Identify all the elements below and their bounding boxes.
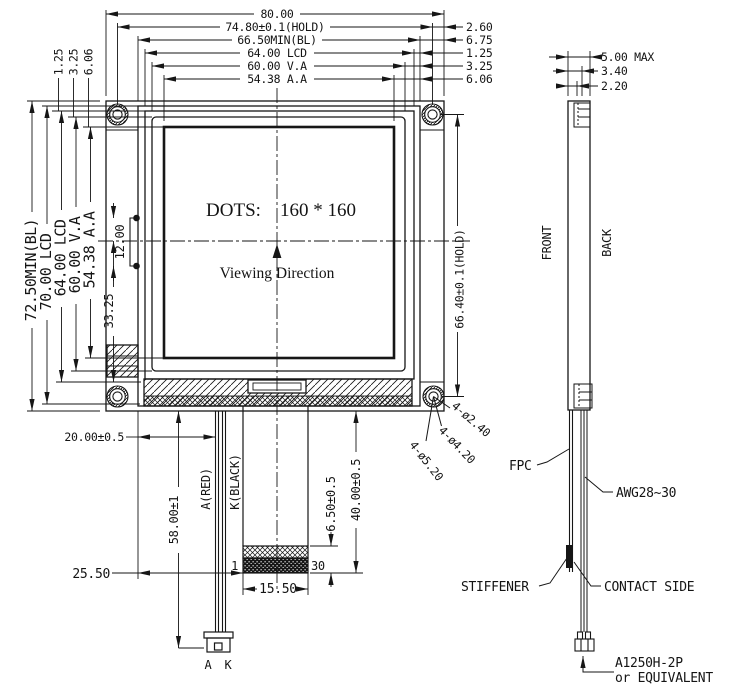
dim-stub-6-75: 6.75	[466, 33, 493, 47]
dim-lcd-height: 70.00 LCD	[37, 233, 55, 310]
front-face-label: FRONT	[540, 226, 554, 261]
fpc-pin-30-label: 30	[311, 559, 325, 573]
dim-thickness-max: 5.00 MAX	[601, 50, 654, 64]
side-annotations-leaders	[536, 448, 614, 673]
lcd-glass-outline	[144, 110, 415, 380]
side-wires	[580, 410, 588, 632]
dots-resolution-label: DOTS: 160 * 160	[206, 200, 356, 221]
lead-wires	[214, 411, 227, 632]
dimensions-right	[425, 114, 464, 442]
pin-k-label: K	[225, 658, 233, 672]
back-face-label: BACK	[600, 228, 614, 257]
hole-callout-outer: 4-ø5.20	[407, 438, 447, 483]
dim-overall-width: 80.00	[260, 7, 293, 21]
contact-side-annotation: CONTACT SIDE	[604, 580, 694, 595]
dim-fpc-length: 40.00±0.5	[349, 459, 363, 521]
dim-fpc-width: 15.50	[259, 582, 297, 597]
fpc-pin-1-label: 1	[231, 559, 238, 573]
centerlines	[98, 88, 470, 592]
dim-lead-left-margin: 25.50	[72, 567, 110, 582]
dimensions-left	[27, 78, 164, 412]
dim-hole-pitch-v: 66.40±0.1(HOLD)	[453, 229, 467, 328]
dim-stub-6-06: 6.06	[466, 72, 493, 86]
side-hatch-block	[106, 344, 139, 378]
mounting-hole-top-left	[106, 103, 129, 126]
dim-aa-width: 54.38 A.A	[247, 72, 307, 86]
connector-alt-annotation: or EQUIVALENT	[615, 671, 713, 686]
hole-callout-mid: 4-ø4.20	[436, 423, 479, 466]
dim-va-height: 60.00 V.A	[66, 216, 84, 293]
side-connector	[574, 631, 595, 652]
dim-tab-pitch: 12.00	[113, 225, 127, 260]
dim-hole-pitch-h: 74.80±0.1(HOLD)	[225, 20, 324, 34]
pin-a-label: A	[205, 658, 213, 672]
dim-left-stub-6-06: 6.06	[82, 48, 96, 75]
active-area-frame	[162, 125, 396, 360]
stiffener-annotation: STIFFENER	[461, 580, 529, 595]
viewing-direction-arrow	[272, 244, 282, 258]
dim-thickness-mid: 3.40	[601, 64, 628, 78]
dim-left-stub-3-25: 3.25	[67, 49, 81, 76]
front-view	[98, 88, 470, 653]
stiffener-bar	[566, 545, 572, 568]
dim-stub-1-25: 1.25	[466, 46, 493, 60]
lead-connector	[203, 631, 234, 653]
bottom-bezel-hatch-dense	[143, 395, 413, 407]
fpc-ribbon	[242, 406, 309, 574]
side-view	[566, 100, 595, 652]
fpc-annotation: FPC	[509, 459, 532, 474]
dim-bl-height: 72.50MIN(BL)	[22, 219, 40, 321]
fpc-crosshatch-band	[242, 545, 309, 559]
dim-thickness-min: 2.20	[601, 79, 628, 93]
dim-left-stub-1-25: 1.25	[52, 49, 66, 76]
fpc-contact-band	[242, 557, 309, 574]
cathode-wire-label: K(BLACK)	[228, 454, 242, 509]
dimensions-top	[105, 10, 463, 121]
anode-wire-label: A(RED)	[199, 468, 213, 510]
dim-lcd-width: 64.00 LCD	[247, 46, 307, 60]
dim-va-width: 60.00 V.A	[247, 59, 307, 73]
dim-bl-width: 66.50MIN(BL)	[237, 33, 316, 47]
dim-contact-length: 6.50±0.5	[324, 476, 338, 531]
side-top-clip	[573, 102, 591, 128]
connector-part-annotation: A1250H-2P	[615, 656, 683, 671]
dim-stub-3-25: 3.25	[466, 59, 493, 73]
side-body-outline	[567, 100, 591, 411]
mounting-hole-bottom-left	[106, 385, 129, 408]
mounting-plate-outline	[105, 100, 445, 412]
side-bottom-clip	[573, 383, 593, 409]
wire-gauge-annotation: AWG28~30	[616, 486, 676, 501]
mounting-hole-top-right	[421, 103, 444, 126]
dim-stub-2-60: 2.60	[466, 20, 493, 34]
viewing-direction-label: Viewing Direction	[220, 265, 335, 282]
dim-lead-offset: 20.00±0.5	[64, 430, 124, 444]
viewing-area-window	[151, 116, 406, 372]
edge-contact-tabs	[129, 214, 140, 270]
dimensions-bottom	[112, 411, 363, 649]
dim-center-offset: 33.25	[102, 294, 116, 329]
dim-lcd-height-2: 64.00 LCD	[52, 219, 70, 296]
dim-lead-length: 58.00±1	[167, 496, 181, 545]
dim-aa-height: 54.38 A.A	[81, 211, 99, 288]
dimensions-side	[549, 51, 602, 96]
